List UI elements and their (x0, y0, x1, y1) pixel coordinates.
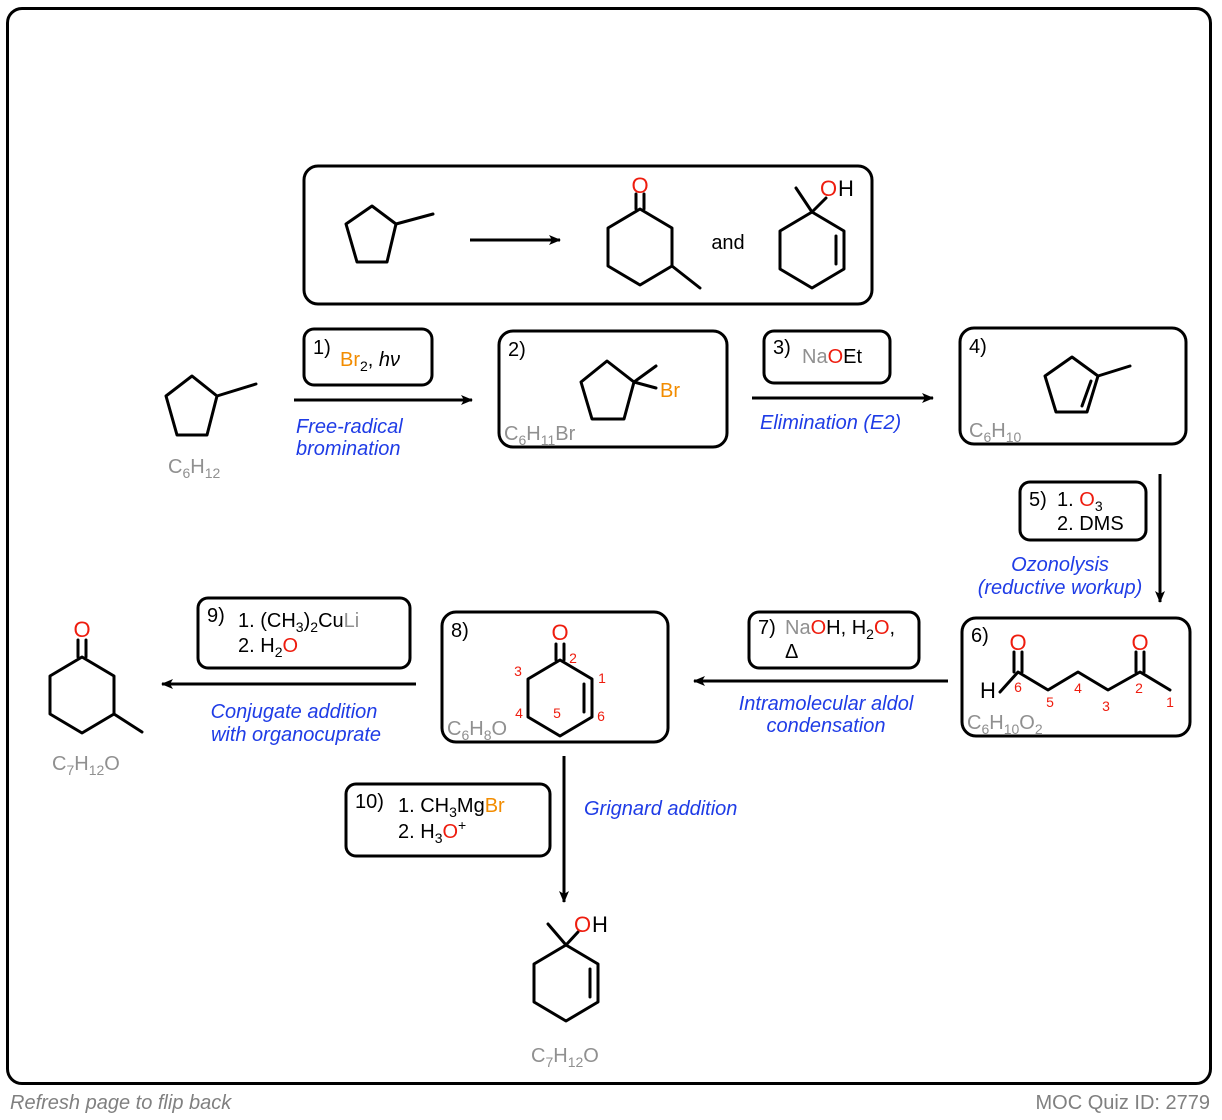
problem-start-molecule (344, 204, 435, 264)
compound6-num-2: 2 (1135, 680, 1143, 696)
step1-reagent: Br2, hν (340, 349, 400, 374)
svg-text:1): 1) (313, 337, 331, 359)
compound8-o: O (551, 620, 568, 645)
svg-text:4): 4) (969, 336, 987, 358)
problem-target-ketone: O (606, 173, 702, 290)
compound6-h: H (980, 678, 996, 703)
svg-text:6): 6) (971, 625, 989, 647)
svg-text:5): 5) (1029, 489, 1047, 511)
compound2-br: Br (660, 380, 680, 402)
step1-reagent-box: 1) Br2, hν (302, 327, 434, 387)
product9-molecule: O C7H12O (48, 617, 144, 778)
diagram-frame (6, 7, 1212, 1085)
step9-label-line2: with organocuprate (211, 724, 381, 746)
step5-reagent-line2: 2. DMS (1057, 513, 1124, 535)
compound8-num-6: 6 (597, 708, 605, 724)
compound8-box: 8) O 1 2 3 4 5 6 C6H8O (440, 610, 670, 744)
compound8-num-1: 1 (598, 670, 606, 686)
compound6-num-3: 3 (1102, 698, 1110, 714)
compound8-num-4: 4 (515, 705, 523, 721)
flip-back-hint: Refresh page to flip back (10, 1092, 232, 1114)
problem-alcohol-o: O (820, 176, 837, 201)
step3-reagent: NaOEt (802, 346, 862, 368)
problem-ketone-o: O (631, 173, 648, 198)
step7-reagent-box: 7) NaOH, H2O, Δ (747, 610, 921, 670)
product10-h: H (592, 912, 608, 937)
product10-formula: C7H12O (531, 1045, 599, 1070)
compound6-box: 6) O O H 6 5 4 3 2 1 C6H10O2 (960, 616, 1192, 738)
step10-reagent-box: 10) 1. CH3MgBr 2. H3O+ (344, 782, 552, 858)
step1-label-line1: Free-radical (296, 416, 403, 438)
problem-alcohol-h: H (838, 176, 854, 201)
step1-label-line2: bromination (296, 438, 401, 460)
step10-label: Grignard addition (584, 798, 737, 820)
compound8-num-5: 5 (553, 705, 561, 721)
step7-reagent-line1: NaOH, H2O, (785, 617, 895, 642)
svg-text:2): 2) (508, 339, 526, 361)
step9-reagent-line2: 2. H2O (238, 635, 298, 660)
product10-o: O (574, 912, 591, 937)
compound8-formula: C6H8O (447, 718, 507, 743)
compound8-num-2: 2 (569, 650, 577, 666)
step7-label-line1: Intramolecular aldol (739, 693, 914, 715)
compound2-box: 2) Br C6H11Br (497, 329, 729, 449)
svg-text:3): 3) (773, 337, 791, 359)
problem-target-alcohol: O H (778, 176, 854, 290)
compound4-box: 4) C6H10 (958, 326, 1188, 446)
step5-reagent-box: 5) 1. O3 2. DMS (1018, 480, 1148, 542)
compound6-ketone-o: O (1131, 630, 1148, 655)
svg-text:8): 8) (451, 620, 469, 642)
step9-label-line1: Conjugate addition (211, 701, 378, 723)
start-molecule: C6H12 (164, 374, 258, 481)
product10-molecule: O H C7H12O (531, 912, 608, 1070)
step9-reagent-box: 9) 1. (CH3)2CuLi 2. H2O (196, 596, 412, 670)
start-formula: C6H12 (168, 456, 220, 481)
svg-text:7): 7) (758, 617, 776, 639)
product9-o: O (73, 617, 90, 642)
step3-label: Elimination (E2) (760, 412, 901, 434)
step3-reagent-box: 3) NaOEt (762, 329, 892, 385)
step10-reagent-line2: 2. H3O+ (398, 817, 466, 846)
product9-formula: C7H12O (52, 753, 120, 778)
step5-label-line1: Ozonolysis (1011, 554, 1109, 576)
compound8-num-3: 3 (514, 663, 522, 679)
compound6-num-1: 1 (1166, 694, 1174, 710)
compound6-num-5: 5 (1046, 694, 1054, 710)
compound6-formula: C6H10O2 (967, 712, 1043, 737)
step10-reagent-line1: 1. CH3MgBr (398, 795, 505, 820)
compound6-num-6: 6 (1014, 679, 1022, 695)
svg-text:9): 9) (207, 605, 225, 627)
problem-and-text: and (711, 232, 744, 254)
compound6-num-4: 4 (1074, 680, 1082, 696)
step9-reagent-line1: 1. (CH3)2CuLi (238, 610, 359, 635)
step7-label-line2: condensation (767, 715, 886, 737)
step5-label-line2: (reductive workup) (978, 577, 1143, 599)
compound6-aldehyde-o: O (1009, 630, 1026, 655)
svg-text:10): 10) (355, 791, 384, 813)
step5-reagent-line1: 1. O3 (1057, 489, 1103, 514)
step7-heat: Δ (785, 641, 798, 663)
problem-box: O and O H (302, 164, 874, 306)
compound4-formula: C6H10 (969, 420, 1021, 445)
quiz-id: MOC Quiz ID: 2779 (1035, 1092, 1210, 1114)
compound2-formula: C6H11Br (504, 423, 576, 448)
